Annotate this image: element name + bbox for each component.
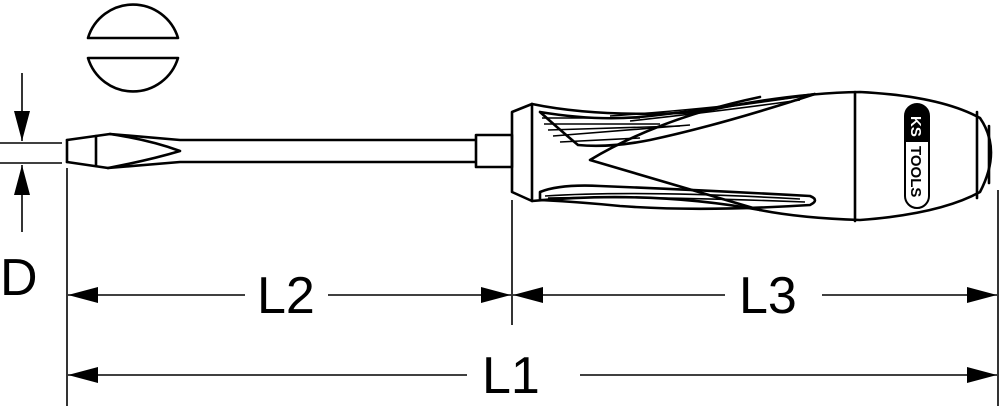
screwdriver-blade: [65, 132, 514, 170]
dimension-l2-label: L2: [257, 267, 315, 325]
dimension-l3: L3: [513, 267, 997, 325]
slotted-tip-profile-icon: [86, 3, 180, 93]
extension-lines: [66, 168, 999, 406]
dimension-d: D: [0, 73, 62, 307]
logo-tools-text: TOOLS: [907, 146, 924, 197]
screwdriver-handle: [510, 90, 993, 223]
dimension-l2: L2: [68, 267, 511, 325]
dimension-l1: L1: [68, 347, 997, 405]
ks-tools-logo: KS TOOLS: [904, 103, 930, 209]
dimension-l1-label: L1: [482, 347, 540, 405]
logo-ks-text: KS: [907, 116, 924, 137]
dimension-d-label: D: [0, 249, 38, 307]
dimension-l3-label: L3: [739, 267, 797, 325]
